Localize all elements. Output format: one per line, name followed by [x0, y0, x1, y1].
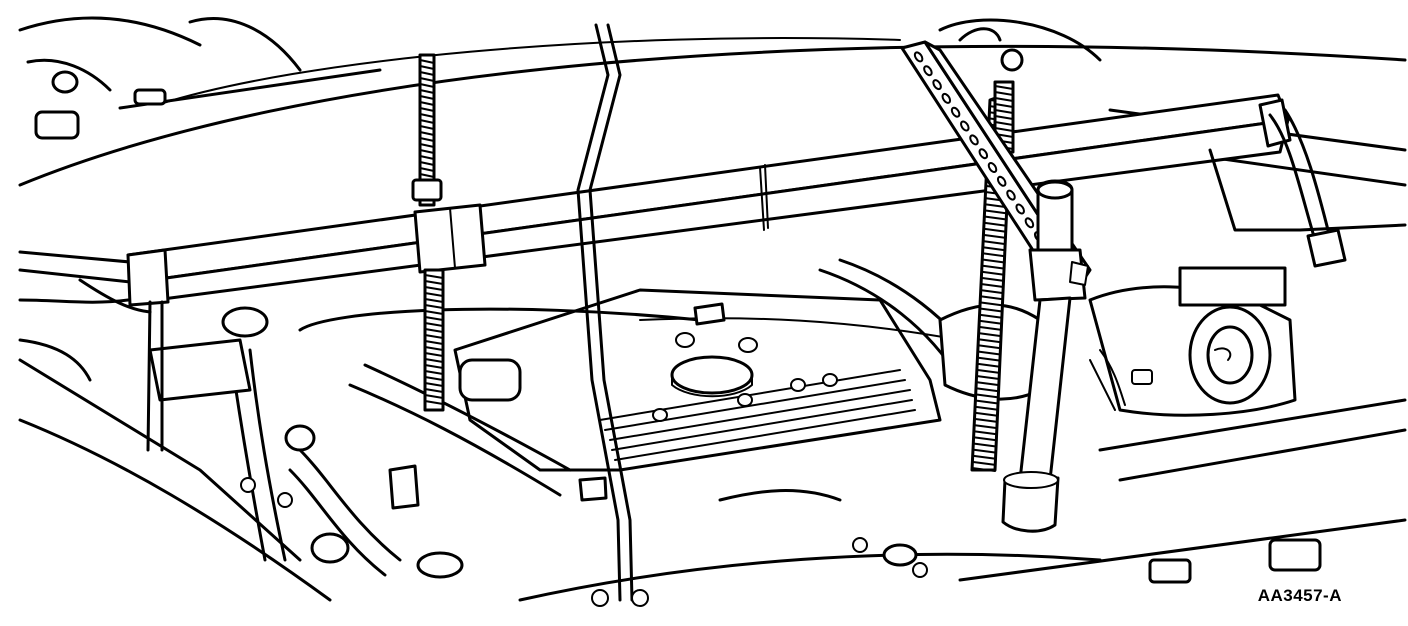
support-post: [1003, 181, 1088, 531]
valve-cover: [455, 290, 940, 470]
air-cleaner-assembly: [940, 268, 1295, 415]
connectors: [80, 280, 1320, 606]
left-threaded-rod: [413, 55, 443, 410]
figure-reference-code: AA3457-A: [1257, 586, 1342, 605]
hood-prop-rod: [578, 25, 632, 600]
vehicle-body-outline: [20, 18, 1405, 600]
